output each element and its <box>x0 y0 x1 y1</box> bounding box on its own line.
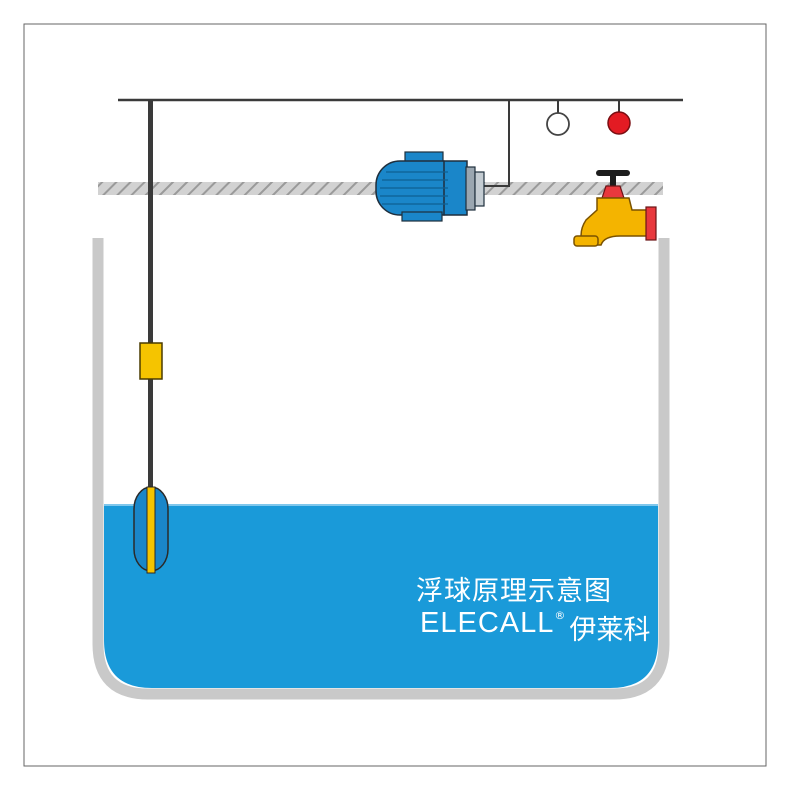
brand-name-cn: 伊莱科 <box>569 615 651 646</box>
indicator-lamp-on <box>607 111 631 135</box>
water-faucet <box>573 170 657 247</box>
brand-name-en: ELECALL <box>420 607 555 639</box>
brand-logo: ELECALL ® 伊莱科 <box>420 607 650 647</box>
indicator-lamp-off <box>546 112 570 136</box>
pump-motor <box>375 151 485 222</box>
lower-float-core <box>146 486 156 574</box>
motor-wire <box>484 100 510 187</box>
image-border <box>23 23 767 767</box>
diagram-title: 浮球原理示意图 <box>416 576 612 607</box>
tank-wall <box>92 238 670 700</box>
float-rod <box>148 100 153 570</box>
water-body <box>104 505 658 688</box>
registered-mark: ® <box>554 609 566 622</box>
upper-float-switch <box>139 342 163 380</box>
